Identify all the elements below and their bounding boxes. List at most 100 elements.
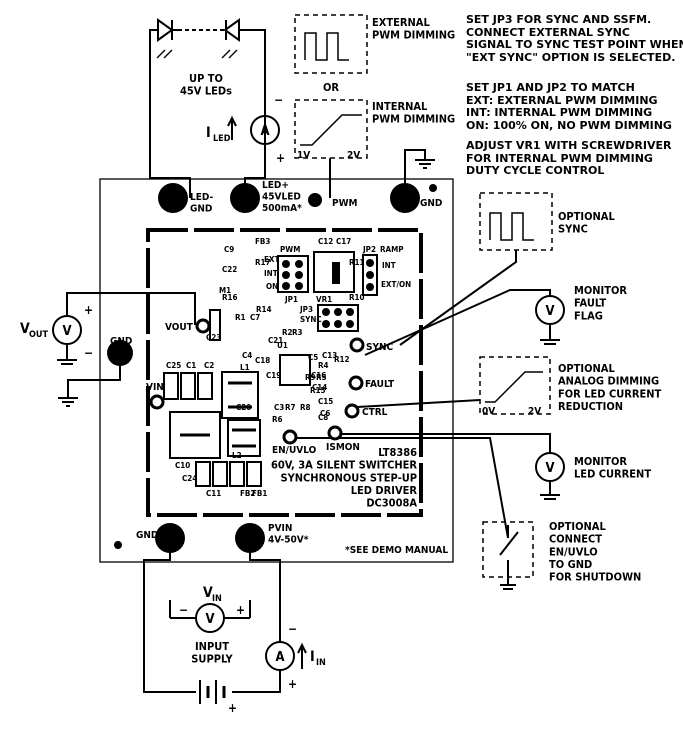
meter-v-vout: V — [62, 324, 71, 339]
ref-c7: C7 — [250, 313, 260, 322]
terminal-pvin — [235, 523, 265, 553]
ref-c18: C18 — [255, 356, 270, 365]
label-iin: I — [310, 649, 315, 665]
terminal-gnd-top — [390, 183, 420, 213]
ref-r17: R17 — [255, 258, 271, 267]
ref-c4: C4 — [242, 351, 252, 360]
ref-r3: R3 — [292, 328, 303, 337]
minus-iin: − — [288, 622, 297, 636]
ref-r9: R9 — [305, 373, 316, 382]
label-jp1: JP1 — [284, 295, 298, 304]
ref-r4: R4 — [318, 361, 329, 370]
label-jp-ramp: RAMP — [380, 245, 404, 254]
meter-v-fault: V — [545, 304, 554, 319]
label-iled-sub: LED — [213, 134, 231, 144]
ref-c16: C16 — [311, 371, 326, 380]
meter-v-led: V — [545, 461, 554, 476]
ref-c3: C3 — [274, 403, 284, 412]
label-jp-on: ON — [266, 282, 278, 291]
ref-c21: C21 — [268, 336, 283, 345]
plus-vout: + — [84, 303, 93, 317]
inductor-l1 — [221, 371, 259, 419]
label-pwm-jp: PWM — [280, 245, 300, 254]
label-iled: I — [206, 125, 211, 141]
ref-c17: C17 — [336, 237, 351, 246]
ref-c2: C2 — [204, 361, 214, 370]
ref-c13: C13 — [322, 351, 337, 360]
terminal-pwm — [308, 193, 322, 207]
meter-v-vin: V — [205, 612, 214, 627]
label-sync-tp: SYNC — [366, 342, 394, 353]
label-or: OR — [323, 81, 339, 94]
label-jp-ext: EXT — [264, 255, 279, 264]
label-vin: V — [203, 585, 213, 601]
plus-iled: + — [276, 151, 285, 165]
plus-supply: + — [228, 701, 237, 715]
ref-l2: L2 — [232, 451, 242, 460]
tp-ctrl — [344, 403, 360, 419]
minus-vout: − — [84, 346, 93, 360]
tp-sync — [349, 337, 365, 353]
ref-c1: C1 — [186, 361, 196, 370]
ref-c12: C12 — [318, 237, 333, 246]
ref-c5: C5 — [308, 353, 318, 362]
ref-fb1: FB1 — [252, 489, 267, 498]
ref-r2: R2 — [282, 328, 293, 337]
ref-c10: C10 — [175, 461, 190, 470]
ref-c19: C19 — [266, 371, 281, 380]
minus-iled: − — [274, 93, 283, 107]
iin-ammeter — [265, 641, 295, 671]
ref-c20: C20 — [236, 403, 251, 412]
board-outline — [99, 178, 454, 563]
ref-m1: M1 — [219, 286, 231, 295]
ref-r11: R11 — [349, 258, 365, 267]
ext-pwm-box — [294, 14, 368, 74]
ref-c25: C25 — [166, 361, 181, 370]
inductor-l2 — [227, 419, 261, 457]
label-gnd-bottom: GND — [136, 530, 158, 541]
label-jp-int2: INT — [382, 261, 396, 270]
ref-c15: C15 — [318, 397, 333, 406]
tp-vout — [195, 318, 211, 334]
ref-r16: R16 — [222, 293, 238, 302]
terminal-led-gnd — [158, 183, 188, 213]
ref-c14: C14 — [312, 383, 327, 392]
label-iin-sub: IN — [316, 658, 326, 668]
terminal-led-pos — [230, 183, 260, 213]
note-jp1-jp2: SET JP1 AND JP2 TO MATCH EXT: EXTERNAL P… — [466, 81, 672, 132]
label-vout: V — [20, 321, 30, 337]
ref-fb3: FB3 — [255, 237, 270, 246]
label-ctrl-tp: CTRL — [362, 407, 388, 418]
led-wire-right — [233, 29, 266, 198]
tp-ismon — [327, 425, 343, 441]
label-vr1: VR1 — [316, 295, 332, 304]
ref-u1: U1 — [277, 341, 288, 350]
minus-vin: − — [179, 603, 188, 617]
ref-l1: L1 — [240, 363, 250, 372]
ref-r1: R1 — [235, 313, 246, 322]
label-sync-jp: SYNC — [300, 315, 322, 324]
label-enuvlo-tp: EN/UVLO — [272, 445, 317, 456]
label-jp-exton: EXT/ON — [381, 280, 411, 289]
iled-ammeter — [250, 115, 280, 145]
label-fault-tp: FAULT — [365, 379, 395, 390]
label-ismon-tp: ISMON — [326, 442, 360, 453]
ref-r6: R6 — [272, 415, 283, 424]
ref-r15: R15 — [310, 386, 326, 395]
meter-a-iin: A — [275, 650, 284, 665]
tp-fault — [348, 375, 364, 391]
label-vin-tp: VIN — [146, 382, 164, 393]
ref-r7: R7 — [285, 403, 296, 412]
ref-r5: R5 — [316, 373, 327, 382]
ref-c23: C23 — [206, 333, 221, 342]
led-wire-left — [149, 29, 191, 198]
ref-r8: R8 — [300, 403, 311, 412]
